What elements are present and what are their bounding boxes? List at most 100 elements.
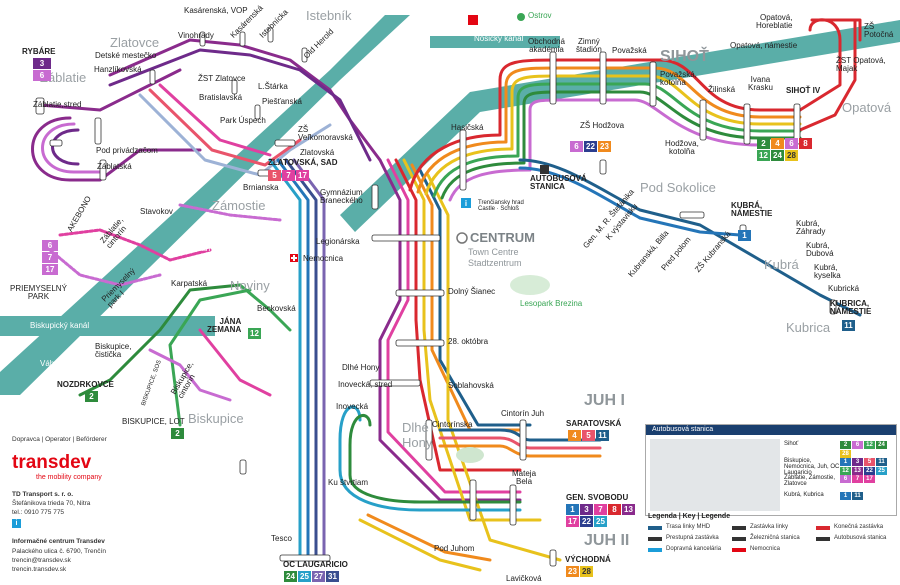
legend-line-badge: 28 (840, 450, 851, 458)
stop-markers (35, 27, 837, 567)
stop-vychodna: VÝCHODNÁ (565, 555, 611, 564)
stop-zs-velkomoravska: ZŠ Veľkomoravská (298, 125, 353, 143)
stop-park-uspech: Park Úspech (220, 116, 266, 125)
key-symbol (732, 537, 746, 541)
office-email[interactable]: trencin@transdev.sk (12, 557, 71, 564)
cemetery-area (456, 447, 484, 463)
district-sihot: SIHOŤ (660, 48, 709, 65)
line-badge: 28 (580, 566, 593, 577)
stop-ivana-krasku: Ivana Krasku (748, 75, 773, 93)
line-badge: 12 (757, 150, 770, 161)
office-web[interactable]: trencin.transdev.sk (12, 566, 67, 573)
district-zamostie: Zámostie (212, 198, 266, 213)
stop-soblahovska: Soblahovská (448, 381, 494, 390)
legend-line-badge: 1 (840, 458, 851, 466)
nemocnica-icon (290, 254, 298, 262)
stop-kubricka: Kubrická (828, 284, 860, 293)
line-badge: 7 (282, 170, 295, 181)
swimming-icon (468, 15, 478, 25)
river-label-vah-3: Váh (40, 359, 55, 368)
info-icon: i (12, 519, 21, 528)
district-dlhe-hony: Dlhé Hony (402, 420, 433, 450)
stop-hodzova-kotolna: Hodžova, kotolňa (665, 139, 699, 157)
line-badge: 2 (757, 138, 770, 149)
centrum-sub1: Town Centre (468, 247, 519, 257)
stop-zilinska: Žilinská (708, 85, 736, 94)
line-badge: 31 (326, 571, 339, 582)
line-badge: 25 (594, 516, 607, 527)
badges-kubrica-namestie: 11 (842, 320, 855, 331)
line-badge: 11 (842, 320, 855, 331)
stop-pod-juhom: Pod Juhom (434, 544, 475, 553)
line-badge: 4 (568, 430, 581, 441)
stop-hanzlikovska: Hanzlíkovská (94, 65, 142, 74)
legend-line-badge: 22 (864, 467, 875, 475)
key-item-label: Konečná zastávka (834, 524, 884, 530)
district-opatova: Opatová (842, 100, 892, 115)
district-juh1: JUH I (584, 392, 625, 409)
legend-line-badge: 7 (852, 475, 863, 483)
castle-label: Trenčiansky hrad Castle · Schloß (478, 200, 524, 213)
district-biskupice: Biskupice (188, 411, 244, 426)
stop-zs-hodzova: ZŠ Hodžova (580, 121, 625, 130)
stop-rybare: RYBÁRE (22, 47, 56, 56)
line-badge: 23 (598, 141, 611, 152)
legend-row-label: Sihoť (784, 441, 799, 447)
line-badge: 6 (33, 70, 51, 81)
stop-kubra-dubova: Kubrá, Dubová (806, 241, 834, 259)
line-badge: 3 (580, 504, 593, 515)
stop-cintorin-juh: Cintorín Juh (501, 409, 545, 418)
stop-obchodna: Obchodná akadémia (528, 37, 565, 55)
stop-zlatovska: Zlatovská (300, 148, 335, 157)
key-item-label: Železničná stanica (750, 535, 800, 541)
line-badge: 12 (248, 328, 261, 339)
stop-inovecka-stred: Inovecká, stred (338, 380, 393, 389)
legend-line-badge: 6 (852, 441, 863, 449)
stop-cintorinska: Cintorínska (432, 420, 473, 429)
transdev-logo: transdev (12, 452, 92, 473)
stop-autobusova: AUTOBUSOVÁ STANICA (530, 174, 587, 192)
line-badge: 23 (566, 566, 579, 577)
centrum-sub2: Stadtzentrum (468, 258, 522, 268)
stop-kubra-zahrady: Kubrá, Záhrady (796, 219, 826, 237)
line-badge: 17 (296, 170, 309, 181)
stop-kubrica-namestie: KUBRICA, NÁMESTIE (830, 299, 872, 317)
stop-zimny: Zimný štadión (576, 37, 602, 55)
district-juh2: JUH II (584, 532, 630, 549)
stop-dlhe-hony: Dlhé Hony (342, 363, 380, 372)
key-item-label: Autobusová stanica (834, 535, 887, 541)
office-title: Informačné centrum Transdev (12, 538, 105, 545)
stop-povazska: Považská (612, 46, 647, 55)
line-badge: 7 (594, 504, 607, 515)
legend-line-badge: 17 (864, 475, 875, 483)
line-badge: 7 (42, 252, 58, 263)
river-label-nosicky: Nosický kanál (474, 34, 524, 43)
district-zlatovce: Zlatovce (110, 35, 160, 50)
stop-ku-stvrtiam: Ku štvrtiam (328, 478, 369, 487)
company-name: TD Transport s. r. o. (12, 491, 74, 498)
district-sokolice: Pod Sokolice (640, 180, 716, 195)
district-noviny: Noviny (230, 278, 270, 293)
stop-kubra-kyselka: Kubrá, kyselka (814, 263, 841, 281)
stop-kubra-namestie: KUBRÁ, NÁMESTIE (731, 201, 773, 219)
stop-stavokov: Stavokov (140, 207, 173, 216)
centrum-marker (456, 232, 468, 244)
stop-opatova-horeblatie: Opatová, Horeblatie (756, 13, 793, 31)
line-badge: 25 (298, 571, 311, 582)
key-symbol (816, 526, 830, 530)
stop-pod-privadzacom: Pod privádzačom (96, 146, 158, 155)
legend-row-label: Kubrá, Kubrica (784, 492, 824, 498)
stop-zst-zlatovce: ŽST Zlatovce (198, 74, 246, 83)
line-badge: 6 (570, 141, 583, 152)
district-kubrica: Kubrica (786, 320, 831, 335)
legend-line-badge: 6 (840, 475, 851, 483)
lesopark-area (510, 275, 550, 295)
stop-zlatovska-sad: ZLATOVSKÁ, SAD (268, 158, 338, 167)
